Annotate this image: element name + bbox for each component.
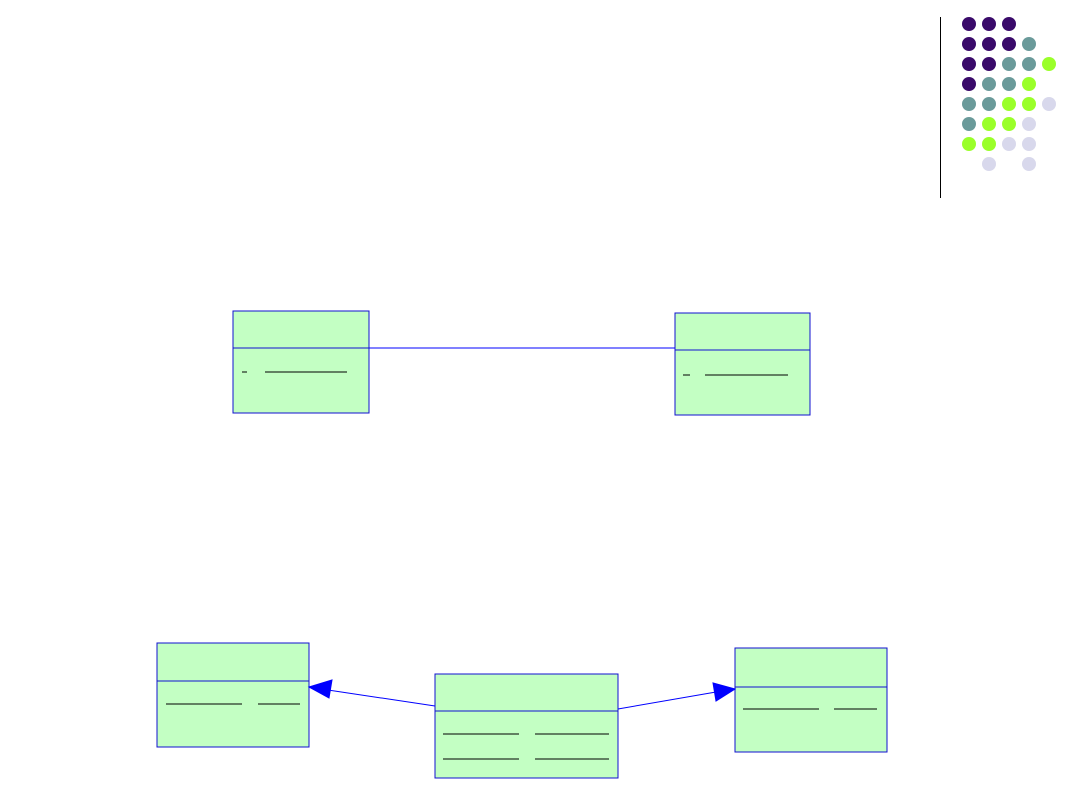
class-box-a[interactable] bbox=[232, 310, 370, 414]
decorative-dot bbox=[1002, 57, 1016, 71]
decorative-dot bbox=[1002, 117, 1016, 131]
generalization-d-e-line bbox=[617, 691, 717, 710]
decorative-dot bbox=[1002, 77, 1016, 91]
decorative-dot bbox=[1022, 37, 1036, 51]
decorative-dot bbox=[1002, 37, 1016, 51]
decorative-dot bbox=[962, 97, 976, 111]
decorative-dot bbox=[982, 157, 996, 171]
class-d-body bbox=[434, 673, 619, 779]
decorative-dot bbox=[982, 137, 996, 151]
decorative-dot bbox=[982, 117, 996, 131]
generalization-d-c[interactable] bbox=[307, 679, 436, 707]
class-a-body bbox=[232, 310, 370, 414]
class-c-body bbox=[156, 642, 310, 748]
decorative-dot bbox=[1022, 117, 1036, 131]
class-box-d[interactable] bbox=[434, 673, 619, 779]
decorative-dot bbox=[962, 117, 976, 131]
decorative-dot bbox=[1022, 157, 1036, 171]
decorative-dot bbox=[1022, 137, 1036, 151]
decorative-dot bbox=[1022, 97, 1036, 111]
decorative-dot bbox=[982, 17, 996, 31]
decorative-dot bbox=[1002, 97, 1016, 111]
decorative-dot bbox=[982, 57, 996, 71]
decorative-dot bbox=[1002, 137, 1016, 151]
decorative-dot bbox=[982, 77, 996, 91]
class-box-c[interactable] bbox=[156, 642, 310, 748]
class-box-b[interactable] bbox=[674, 312, 811, 416]
decorative-dot bbox=[982, 37, 996, 51]
decorative-dot bbox=[1022, 77, 1036, 91]
decorative-dot bbox=[1022, 57, 1036, 71]
decorative-dot bbox=[1042, 57, 1056, 71]
generalization-d-c-line bbox=[327, 689, 436, 707]
decorative-dot bbox=[962, 17, 976, 31]
divider-line bbox=[940, 17, 941, 198]
generalization-d-c-arrowhead bbox=[307, 679, 333, 699]
generalization-d-e[interactable] bbox=[617, 682, 737, 710]
decorative-dot bbox=[962, 57, 976, 71]
generalization-d-e-arrowhead bbox=[712, 682, 737, 702]
class-box-e[interactable] bbox=[734, 647, 888, 753]
decorative-dot bbox=[1042, 97, 1056, 111]
class-e-body bbox=[734, 647, 888, 753]
decorative-dot bbox=[962, 37, 976, 51]
decorative-dot bbox=[982, 97, 996, 111]
decorative-dot bbox=[962, 137, 976, 151]
decorative-dot bbox=[962, 77, 976, 91]
decorative-dot bbox=[1002, 17, 1016, 31]
class-b-body bbox=[674, 312, 811, 416]
